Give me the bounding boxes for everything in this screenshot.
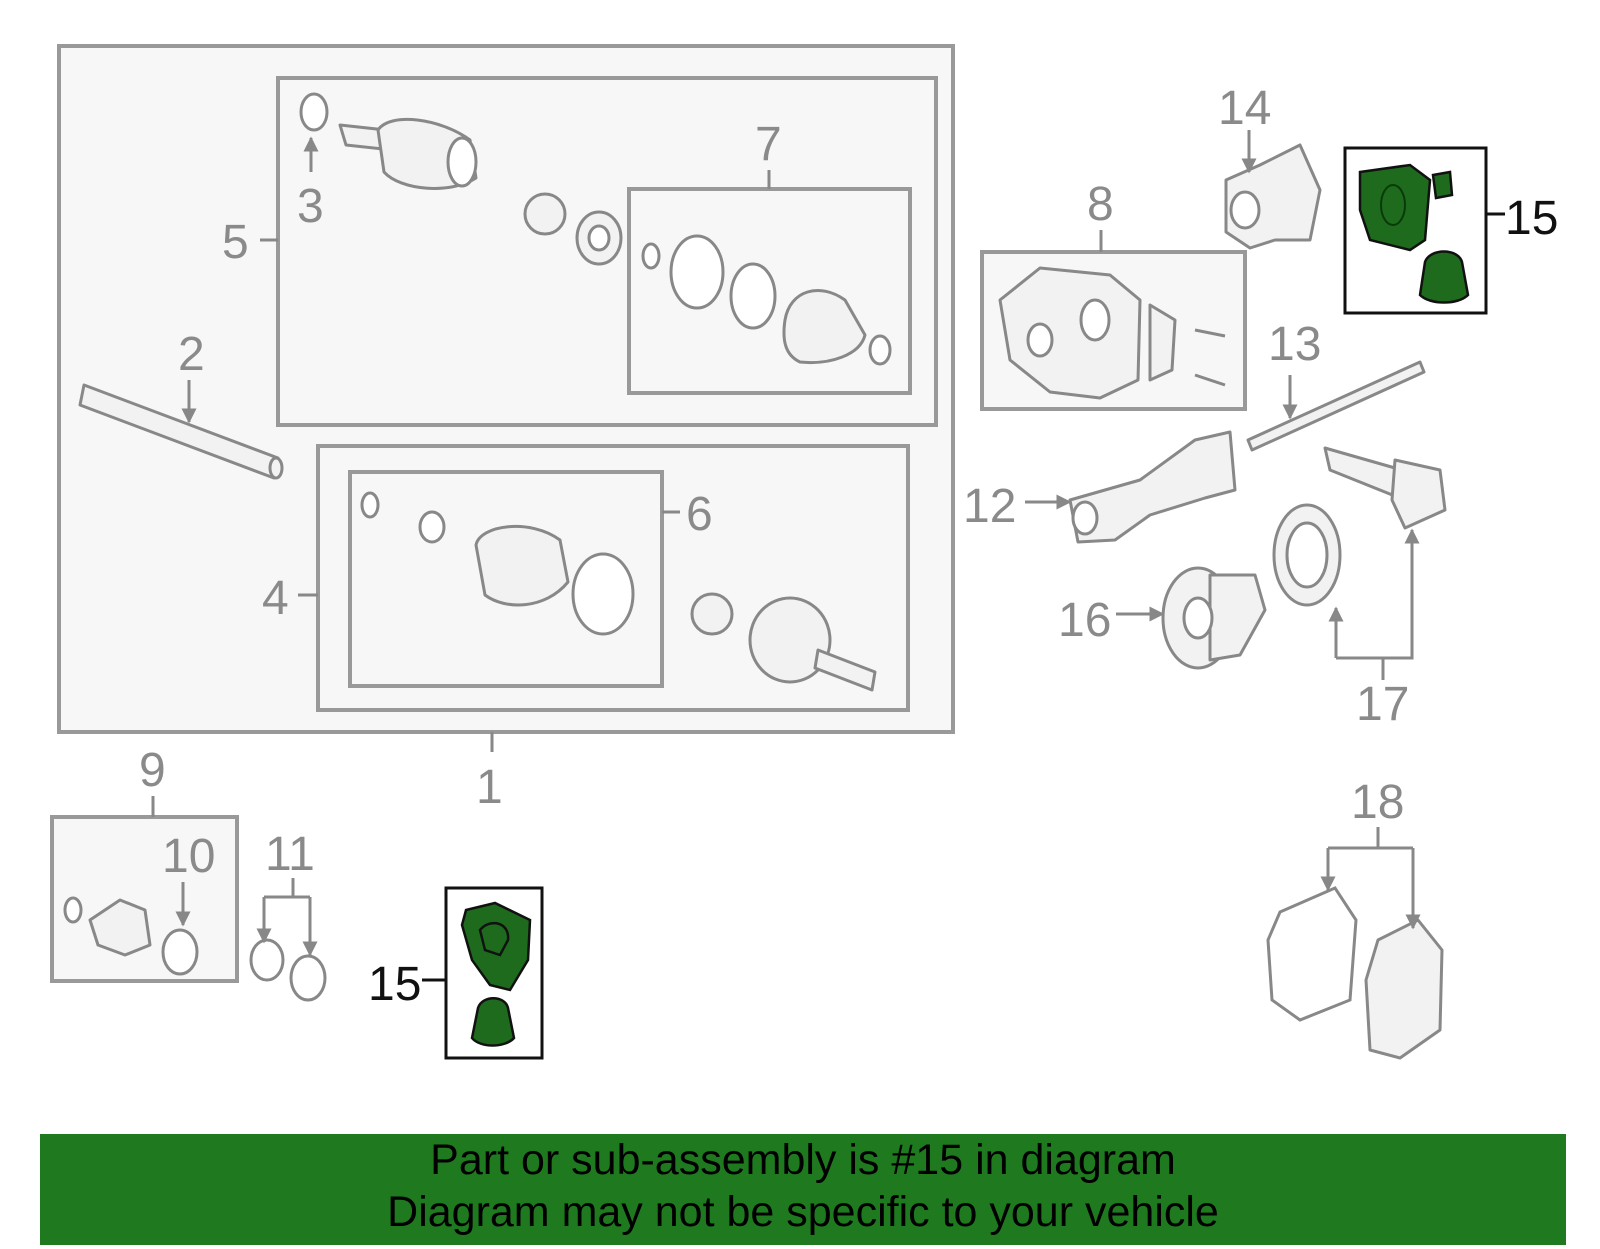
differential-case-part (1161, 566, 1267, 670)
callout-3: 3 (297, 180, 324, 233)
callout-18: 18 (1351, 776, 1404, 829)
outer-cv-joint-part (338, 117, 478, 190)
callout-11: 11 (265, 828, 315, 881)
callout-16: 16 (1058, 594, 1111, 647)
callout-7: 7 (755, 118, 782, 171)
callout-5: 5 (222, 216, 249, 269)
banner-line-1: Part or sub-assembly is #15 in diagram (430, 1136, 1176, 1184)
inner-cv-joint-part (690, 592, 877, 692)
callout-15-bottom: 15 (368, 958, 421, 1011)
inner-boot-kit-part (360, 491, 635, 636)
info-banner: Part or sub-assembly is #15 in diagram D… (40, 1134, 1566, 1245)
callout-14: 14 (1218, 82, 1271, 135)
pinion-gear-part (1323, 446, 1447, 530)
callout-9: 9 (139, 744, 166, 797)
assembly-9-box (50, 815, 239, 983)
cover-gasket-part (1266, 886, 1444, 1060)
snap-ring-part (299, 92, 329, 132)
axle-housing-part (1068, 430, 1237, 544)
callout-8: 8 (1087, 178, 1114, 231)
seal-part (249, 938, 327, 1002)
callout-10: 10 (162, 830, 215, 883)
callout-2: 2 (178, 328, 205, 381)
bushing-bracket-bottom-highlight[interactable] (460, 901, 532, 1047)
callout-4: 4 (262, 572, 289, 625)
axle-shaft-part (1246, 360, 1426, 452)
banner-line-2: Diagram may not be specific to your vehi… (387, 1188, 1219, 1236)
boot-kit-part (641, 234, 892, 366)
half-shaft-part (78, 383, 284, 480)
tripod-bearing-part (523, 192, 623, 266)
differential-carrier-part (998, 266, 1226, 400)
bushing-bracket-top-highlight[interactable] (1358, 163, 1470, 304)
mount-bracket-part (1224, 143, 1322, 250)
callout-17: 17 (1356, 678, 1409, 731)
callout-12: 12 (963, 480, 1016, 533)
ring-gear-part (1272, 503, 1342, 607)
callout-15-top: 15 (1505, 192, 1558, 245)
callout-13: 13 (1268, 318, 1321, 371)
callout-1: 1 (476, 761, 503, 814)
callout-6: 6 (686, 488, 713, 541)
inner-joint-housing-part (63, 896, 199, 976)
